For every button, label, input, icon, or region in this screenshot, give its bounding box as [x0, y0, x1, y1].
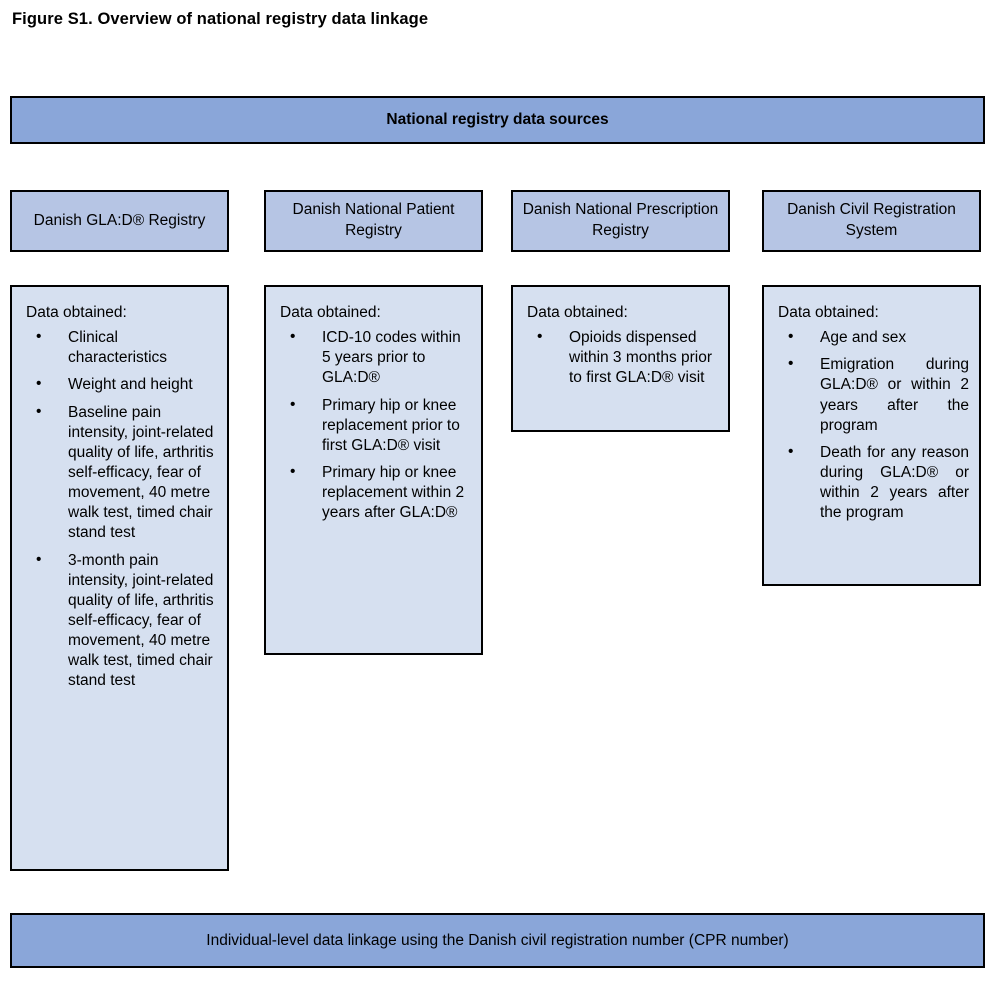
list-item: Opioids dispensed within 3 months prior …: [525, 327, 718, 388]
list-item: ICD-10 codes within 5 years prior to GLA…: [278, 327, 471, 388]
data-item-list: Opioids dispensed within 3 months prior …: [525, 327, 718, 388]
source-header-label: Danish GLA:D® Registry: [33, 211, 206, 229]
list-item: Death for any reason during GLA:D® or wi…: [776, 442, 969, 524]
data-obtained-label: Data obtained:: [26, 304, 127, 321]
source-header-danish-glad-registry[interactable]: Danish GLA:D® Registry: [10, 190, 229, 252]
page-title: Figure S1. Overview of national registry…: [12, 10, 429, 28]
top-band-national-registry-data-sources: National registry data sources: [10, 96, 985, 144]
data-item-list: Age and sex Emigration during GLA:D® or …: [776, 327, 969, 524]
bottom-band-data-linkage: Individual-level data linkage using the …: [10, 913, 985, 968]
list-item: Emigration during GLA:D® or within 2 yea…: [776, 354, 969, 436]
data-item-list: ICD-10 codes within 5 years prior to GLA…: [278, 327, 471, 523]
source-header-danish-national-patient-registry[interactable]: Danish National Patient Registry: [264, 190, 483, 252]
data-box-danish-national-prescription-registry: Data obtained: Opioids dispensed within …: [511, 285, 730, 432]
source-header-danish-national-prescription-registry[interactable]: Danish National Prescription Registry: [511, 190, 730, 252]
top-band-label: National registry data sources: [386, 111, 609, 128]
list-item: Primary hip or knee replacement within 2…: [278, 462, 471, 523]
bottom-band-label: Individual-level data linkage using the …: [206, 931, 789, 949]
list-item: Weight and height: [24, 374, 217, 395]
source-header-label: Danish National Patient Registry: [292, 201, 455, 239]
source-header-danish-civil-registration-system[interactable]: Danish Civil Registration System: [762, 190, 981, 252]
data-obtained-label: Data obtained:: [527, 304, 628, 321]
list-item: 3-month pain intensity, joint-related qu…: [24, 550, 217, 692]
data-item-list: Clinical characteristics Weight and heig…: [24, 327, 217, 692]
data-box-danish-civil-registration-system: Data obtained: Age and sex Emigration du…: [762, 285, 981, 586]
data-obtained-label: Data obtained:: [778, 304, 879, 321]
list-item: Primary hip or knee replacement prior to…: [278, 395, 471, 456]
source-header-label: Danish Civil Registration System: [787, 201, 956, 239]
data-box-danish-glad-registry: Data obtained: Clinical characteristics …: [10, 285, 229, 871]
list-item: Age and sex: [776, 327, 969, 348]
data-box-danish-national-patient-registry: Data obtained: ICD-10 codes within 5 yea…: [264, 285, 483, 655]
list-item: Clinical characteristics: [24, 327, 217, 368]
data-obtained-label: Data obtained:: [280, 304, 381, 321]
list-item: Baseline pain intensity, joint-related q…: [24, 402, 217, 544]
source-header-label: Danish National Prescription Registry: [522, 201, 719, 239]
